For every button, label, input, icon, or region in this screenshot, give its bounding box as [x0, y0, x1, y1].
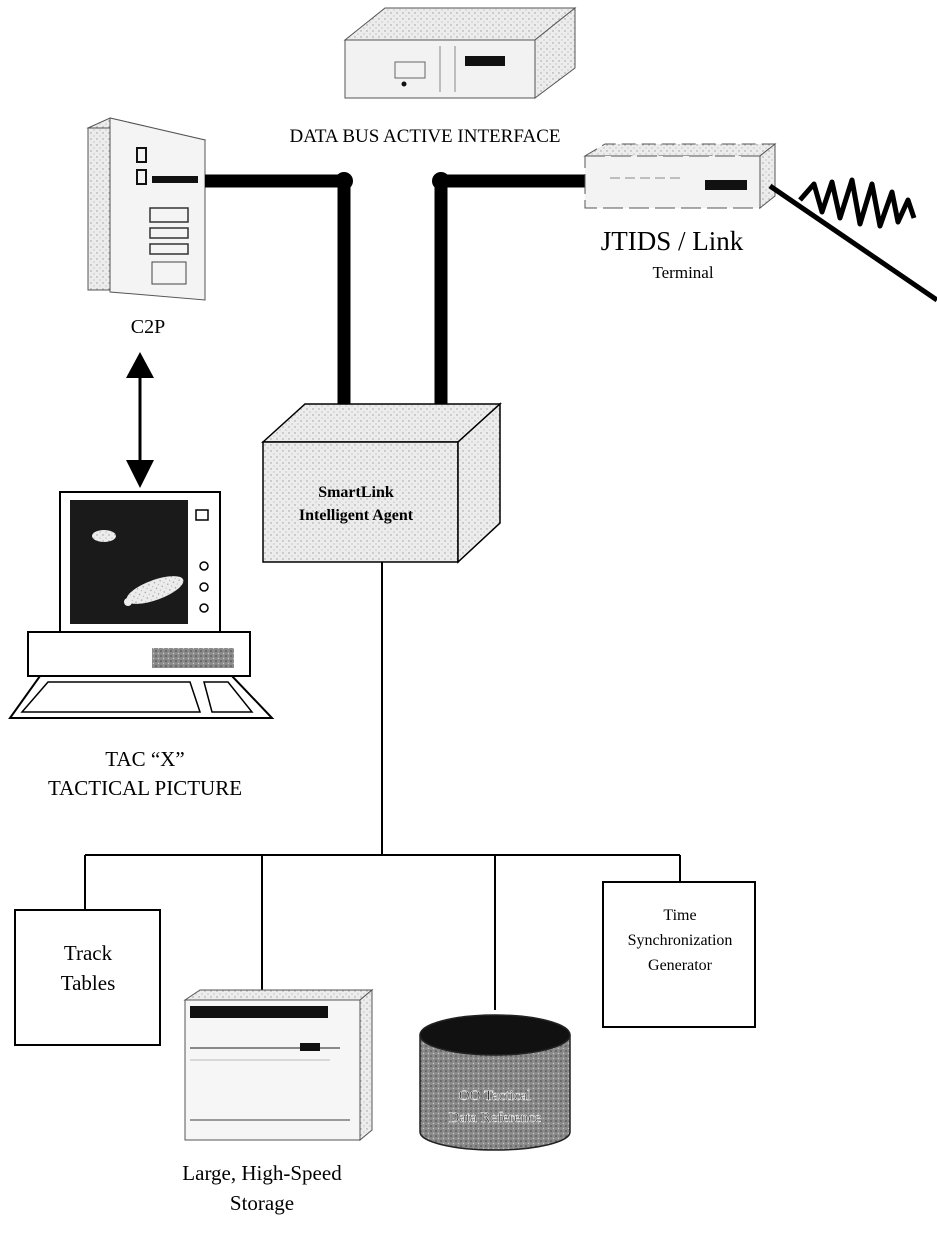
oo-tactical-line1: OO Tactical: [459, 1088, 531, 1104]
jtids-title: JTIDS / Link: [601, 226, 744, 256]
database-cylinder-icon: [419, 1014, 571, 1151]
storage-line2: Storage: [230, 1191, 294, 1215]
time-sync-box: [602, 881, 756, 1028]
rack-server-icon: [343, 6, 577, 99]
tower-computer-icon: [86, 117, 207, 301]
bidirectional-arrow: [126, 352, 154, 488]
data-bus-label: DATA BUS ACTIVE INTERFACE: [289, 126, 560, 147]
smartlink-line2: Intelligent Agent: [299, 507, 414, 524]
oo-tactical-line2: Data Reference: [449, 1110, 542, 1126]
storage-device-icon: [183, 988, 374, 1142]
track-tables-line2: Tables: [61, 971, 116, 995]
storage-line1: Large, High-Speed: [182, 1161, 342, 1185]
agent-box-icon: [261, 402, 502, 564]
track-tables-line1: Track: [64, 941, 113, 965]
tac-x-line1: TAC “X”: [105, 747, 184, 771]
c2p-label: C2P: [131, 316, 165, 338]
time-sync-line3: Generator: [648, 957, 713, 974]
data-bus-cable: [205, 172, 585, 412]
antenna-signal-icon: [768, 177, 937, 303]
jtids-subtitle: Terminal: [652, 263, 713, 282]
distribution-lines: [84, 562, 681, 1010]
tac-x-line2: TACTICAL PICTURE: [48, 776, 242, 800]
time-sync-line2: Synchronization: [628, 932, 733, 949]
desktop-workstation-icon: [8, 491, 275, 719]
smartlink-line1: SmartLink: [318, 484, 394, 501]
time-sync-line1: Time: [663, 907, 696, 924]
radio-terminal-icon: [583, 142, 777, 210]
track-tables-box: [14, 909, 161, 1046]
